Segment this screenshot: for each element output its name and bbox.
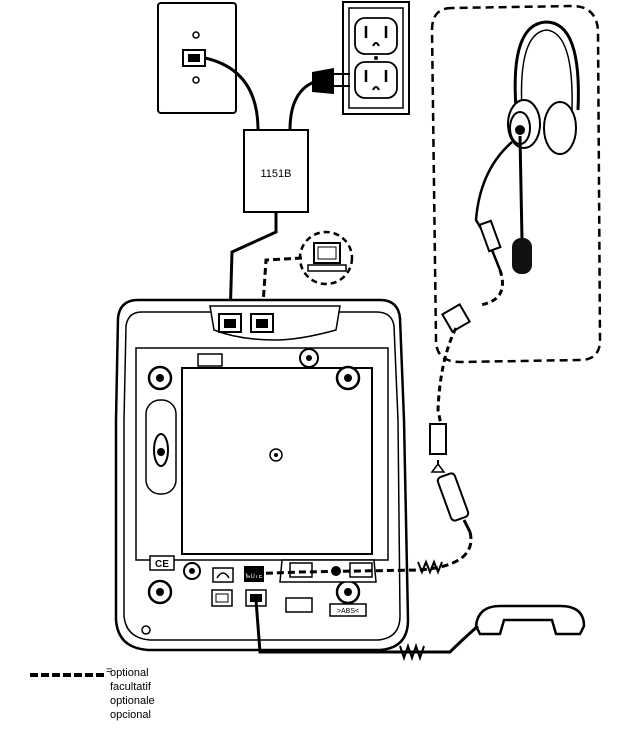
headset-illustration — [430, 4, 602, 364]
power-plug — [312, 68, 350, 94]
legend-dashed-line — [30, 673, 104, 677]
cable-computer-to-phone — [260, 256, 303, 321]
cable-outlet-to-adapter — [288, 80, 315, 131]
wall-power-outlet — [342, 1, 410, 115]
telephone-base: CE MUTE >ABS< — [114, 298, 410, 652]
abs-label: >ABS< — [337, 608, 359, 615]
legend: = optional facultatif optionale opcional — [30, 665, 250, 736]
headset-connector — [429, 302, 472, 533]
handset — [474, 604, 586, 636]
legend-line-en: optional — [110, 667, 149, 679]
adapter-label: 1151B — [261, 168, 292, 180]
wall-phone-jack — [157, 2, 237, 114]
coil-headset-cord — [417, 559, 443, 575]
legend-line-fr: facultatif — [110, 681, 151, 693]
computer-icon — [298, 230, 354, 286]
ce-mark: CE — [155, 559, 169, 570]
cable-wall-jack-to-adapter — [204, 56, 260, 131]
connect-arrow — [430, 462, 446, 473]
mute-label: MUTE — [246, 574, 263, 580]
cable-headset-to-phone — [247, 531, 473, 576]
adapter-1151b: 1151B — [243, 129, 309, 213]
legend-line-es: opcional — [110, 709, 151, 721]
legend-equals: = — [106, 665, 113, 677]
legend-text: optional facultatif optionale opcional — [110, 666, 155, 722]
cable-adapter-to-phone — [228, 212, 278, 321]
cable-handset-to-phone — [254, 599, 479, 654]
legend-line-it: optionale — [110, 695, 155, 707]
coil-handset-cord — [399, 642, 425, 662]
